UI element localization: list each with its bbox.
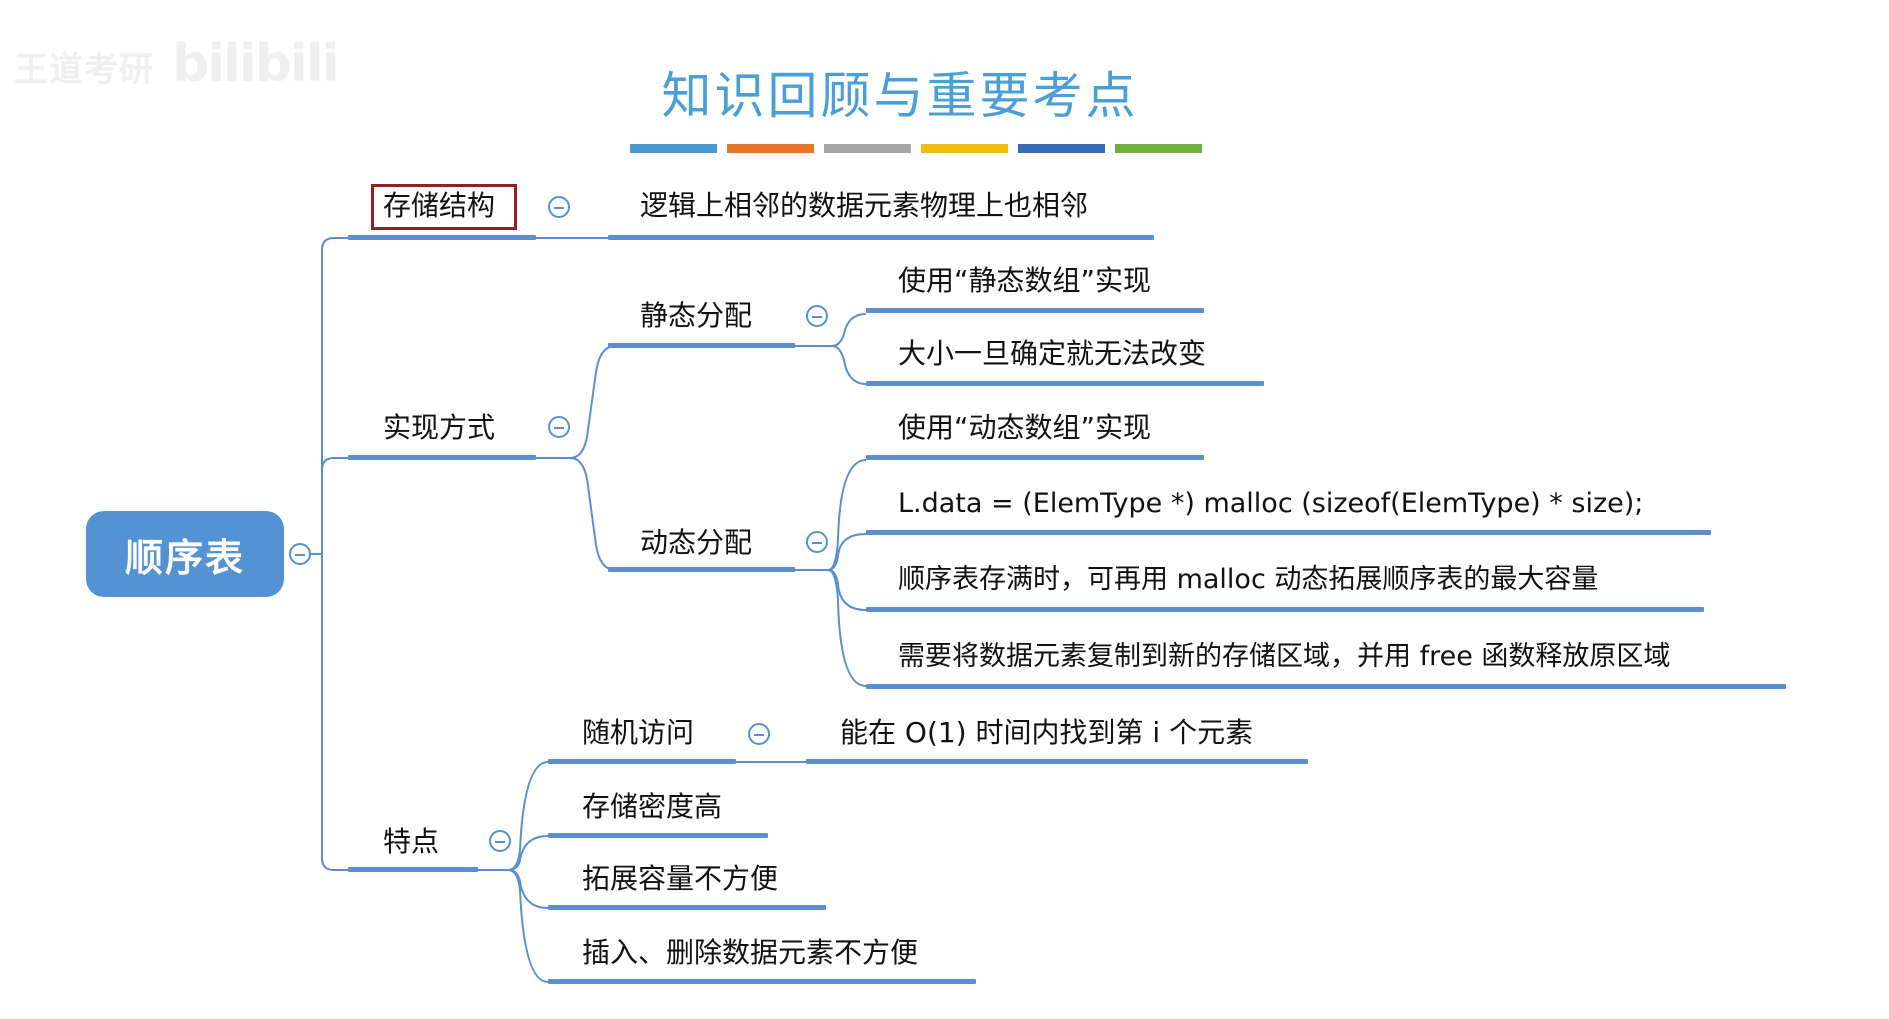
underline-storage-detail — [608, 235, 1154, 240]
title-bar-green — [1115, 144, 1202, 153]
connector-dynamic-item-3 — [795, 569, 867, 611]
feature-item[interactable]: 插入、删除数据元素不方便 — [582, 936, 919, 969]
underline-random-access — [548, 759, 736, 764]
collapse-toggle-random-access[interactable] — [748, 723, 770, 745]
collapse-toggle-static[interactable] — [806, 305, 828, 327]
node-dynamic-allocation[interactable]: 动态分配 — [640, 526, 753, 559]
dynamic-item[interactable]: 需要将数据元素复制到新的存储区域，并用 free 函数释放原区域 — [898, 641, 1671, 672]
dynamic-item-code[interactable]: L.data = (ElemType *) malloc (sizeof(Ele… — [898, 488, 1644, 519]
dynamic-item[interactable]: 使用“动态数组”实现 — [898, 411, 1152, 444]
feature-item[interactable]: 存储密度高 — [582, 790, 723, 823]
static-item[interactable]: 大小一旦确定就无法改变 — [898, 337, 1207, 370]
underline-static-item-1 — [866, 308, 1204, 313]
underline-dynamic-item-1 — [866, 455, 1204, 460]
page-title: 知识回顾与重要考点 — [661, 67, 1139, 125]
underline-random-access-detail — [806, 759, 1308, 764]
underline-implementation — [348, 455, 536, 460]
collapse-toggle-impl[interactable] — [548, 416, 570, 438]
node-random-access[interactable]: 随机访问 — [582, 716, 695, 749]
connector-dynamic-item-4 — [795, 569, 867, 687]
underline-feature-item-1 — [548, 833, 768, 838]
connector-static-items-2 — [795, 345, 867, 385]
underline-static-allocation — [608, 343, 795, 348]
underline-feature-item-2 — [548, 905, 826, 910]
underline-dynamic-item-2 — [866, 530, 1711, 535]
collapse-toggle-root[interactable] — [289, 543, 311, 565]
node-storage-structure[interactable]: 存储结构 — [383, 189, 496, 222]
title-bar-yellow — [921, 144, 1008, 153]
underline-dynamic-item-3 — [866, 607, 1704, 612]
underline-dynamic-item-4 — [866, 684, 1786, 689]
connector-dynamic — [536, 457, 616, 571]
collapse-toggle-storage[interactable] — [548, 196, 570, 218]
connector-storage — [321, 237, 348, 554]
connector-features — [321, 554, 348, 871]
root-node-sequential-list[interactable]: 顺序表 — [86, 511, 284, 597]
feature-item[interactable]: 拓展容量不方便 — [582, 862, 779, 895]
collapse-toggle-dynamic[interactable] — [806, 531, 828, 553]
watermark: 王道考研 bilibili — [14, 34, 339, 94]
underline-dynamic-allocation — [608, 567, 795, 572]
title-bar-darkblue — [1018, 144, 1105, 153]
node-implementation[interactable]: 实现方式 — [383, 411, 496, 444]
watermark-text: 王道考研 — [14, 50, 154, 90]
title-bar-orange — [727, 144, 814, 153]
title-bar-gray — [824, 144, 911, 153]
connector-random-access — [478, 761, 549, 871]
dynamic-item[interactable]: 顺序表存满时，可再用 malloc 动态拓展顺序表的最大容量 — [898, 564, 1599, 595]
connector-dynamic-item-1 — [795, 459, 867, 571]
connector-expand — [478, 869, 549, 909]
node-static-allocation[interactable]: 静态分配 — [640, 299, 753, 332]
bilibili-logo: bilibili — [172, 34, 339, 94]
underline-features — [348, 867, 478, 872]
underline-storage-structure — [348, 235, 536, 240]
node-storage-detail[interactable]: 逻辑上相邻的数据元素物理上也相邻 — [640, 189, 1089, 222]
underline-static-item-2 — [866, 381, 1264, 386]
title-bar-blue — [630, 144, 717, 153]
connector-static — [536, 345, 616, 459]
underline-feature-item-3 — [548, 979, 976, 984]
collapse-toggle-features[interactable] — [489, 830, 511, 852]
node-features[interactable]: 特点 — [383, 825, 440, 858]
connector-insert-delete — [478, 869, 549, 983]
connector-impl — [321, 457, 348, 554]
static-item[interactable]: 使用“静态数组”实现 — [898, 264, 1152, 297]
node-random-access-detail[interactable]: 能在 O(1) 时间内找到第 i 个元素 — [840, 716, 1254, 749]
highlight-box — [371, 184, 517, 230]
